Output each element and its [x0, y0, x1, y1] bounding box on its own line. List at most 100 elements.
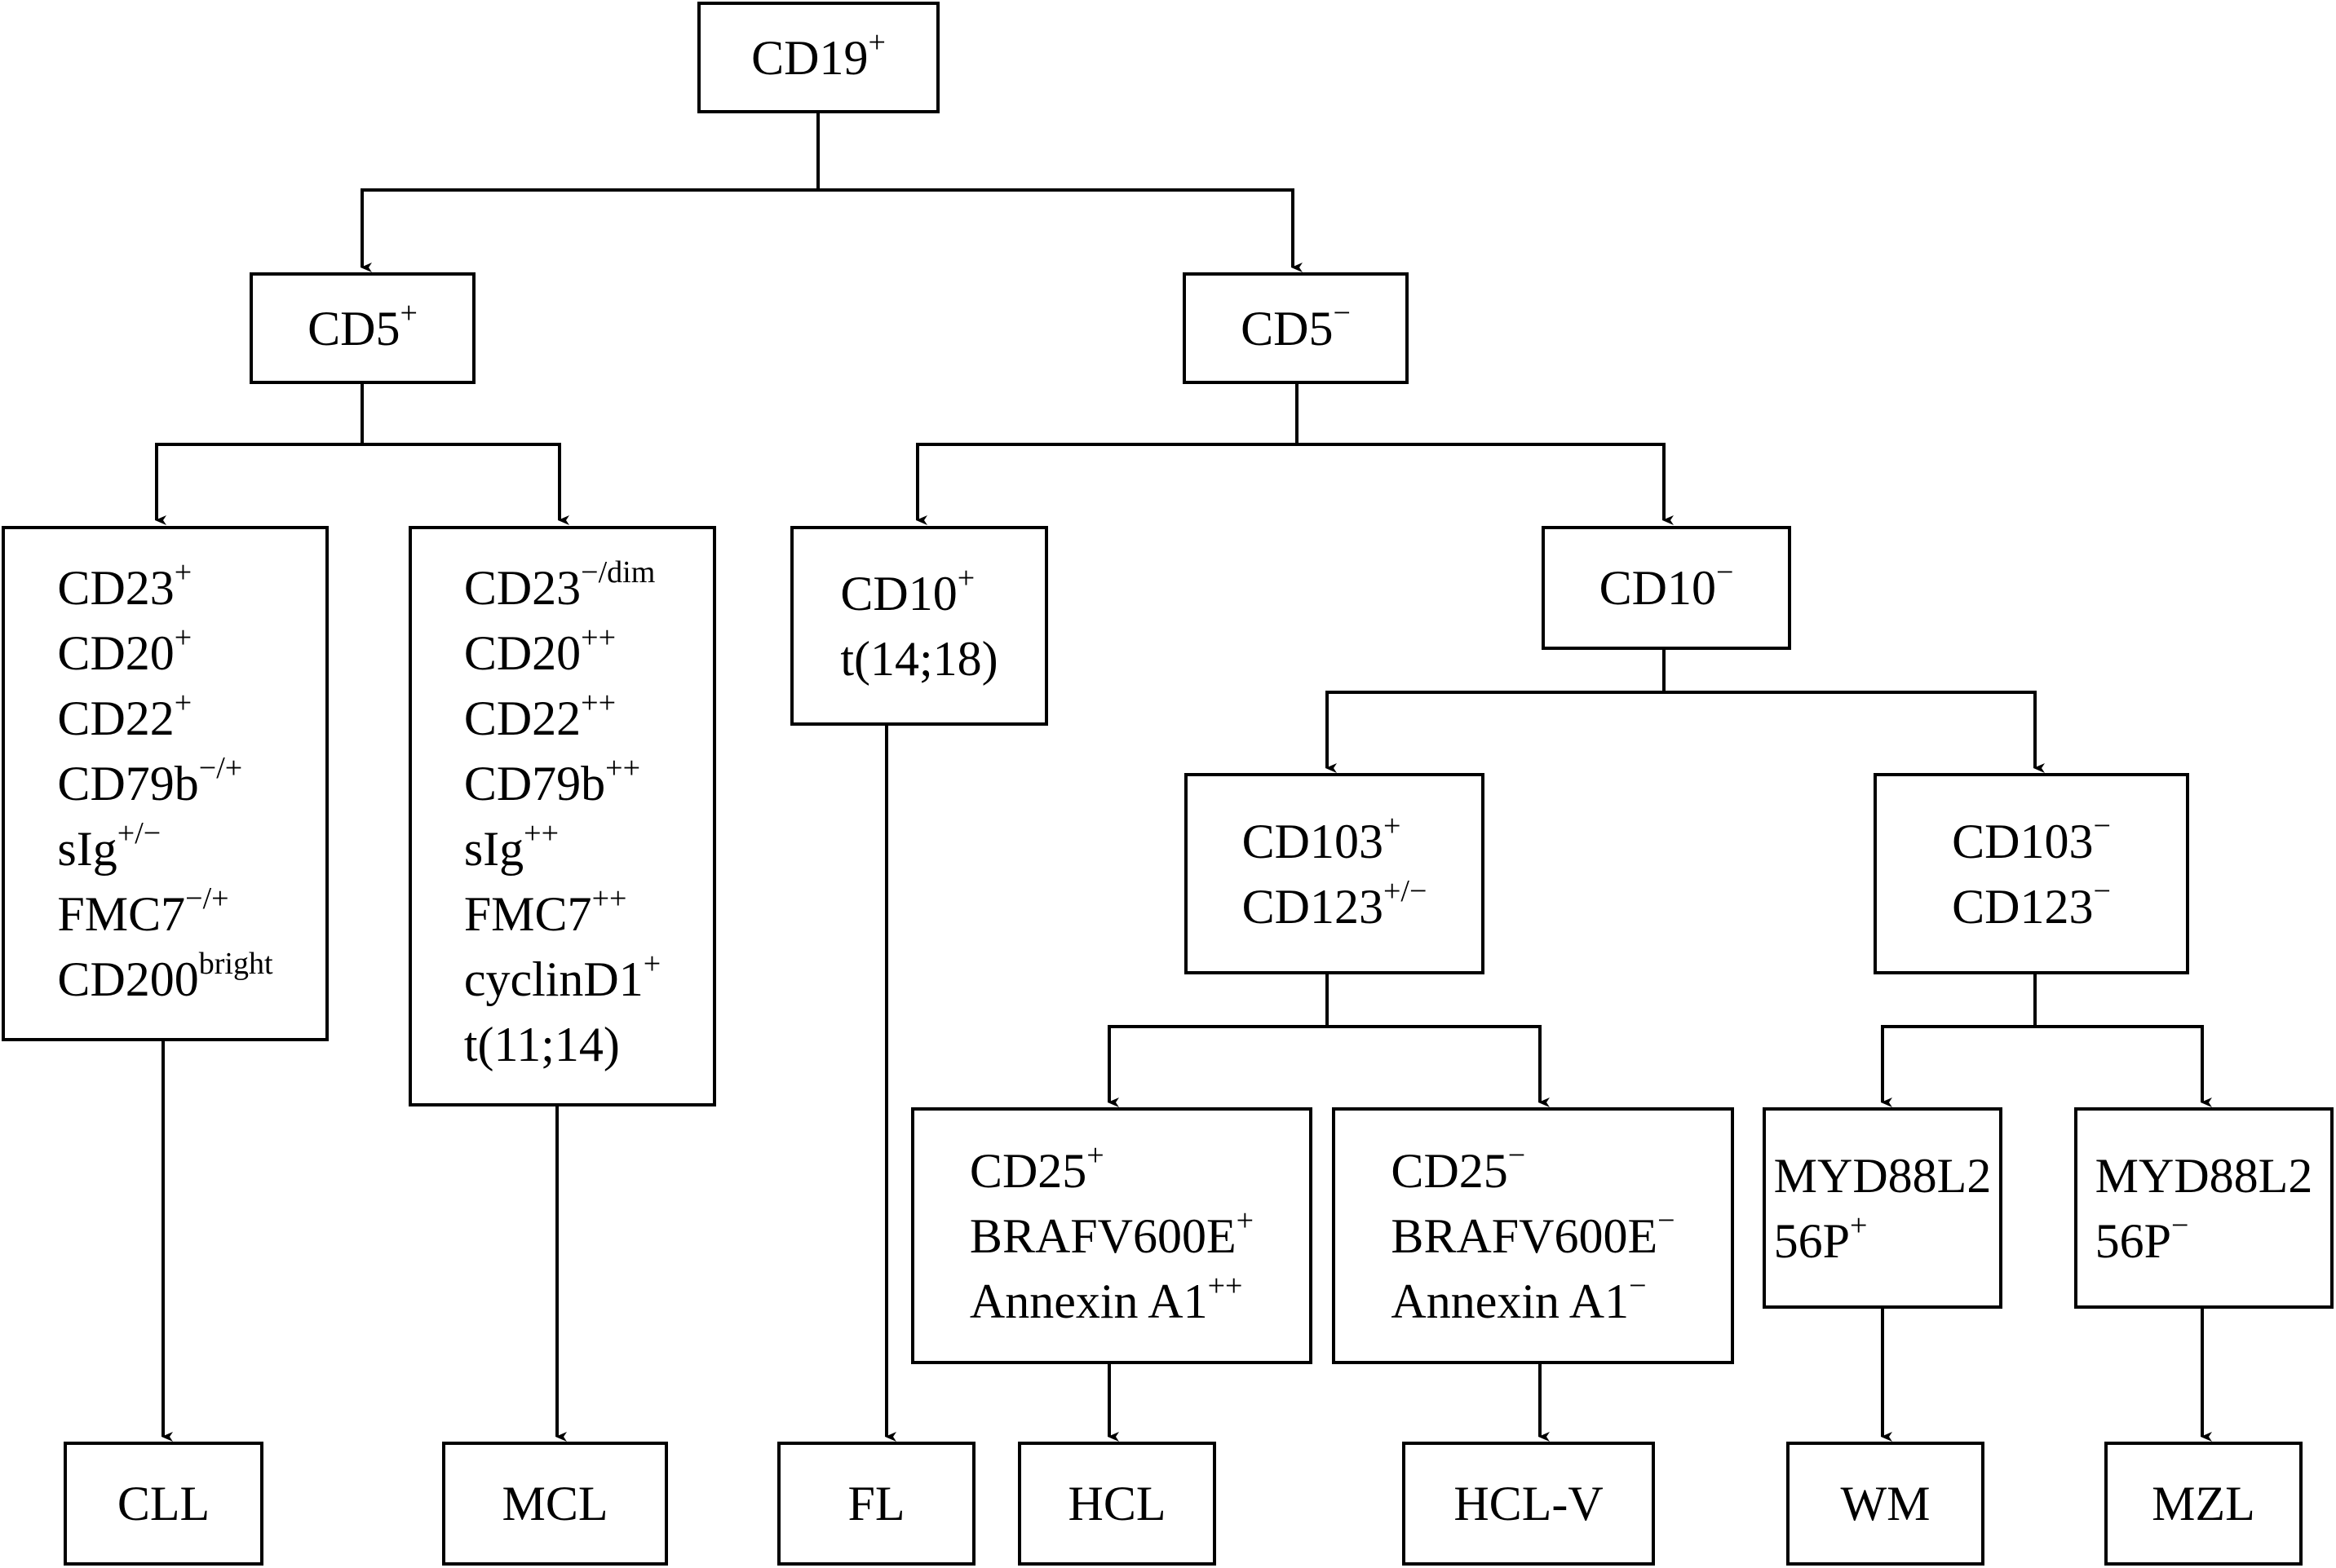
node-hcl-markers: CD25+BRAFV600E+Annexin A1++: [911, 1107, 1312, 1364]
marker-expression: +: [1086, 1137, 1104, 1173]
marker-expression: −: [1333, 295, 1351, 330]
marker-expression: +: [174, 555, 192, 590]
node-wm: WM: [1786, 1442, 1984, 1566]
marker-expression: +: [174, 621, 192, 655]
node-line: FMC7++: [464, 881, 627, 947]
marker-label: CD5: [1241, 301, 1334, 356]
node-cd10-positive: CD10+t(14;18): [790, 526, 1048, 726]
marker-expression: ++: [605, 751, 641, 785]
node-line: MCL: [502, 1471, 608, 1536]
node-line: CD123−: [1952, 874, 2111, 939]
node-line: BRAFV600E+: [970, 1204, 1254, 1269]
node-cd10-negative: CD10−: [1542, 526, 1791, 650]
node-hcl-v: HCL-V: [1402, 1442, 1655, 1566]
node-line: CLL: [117, 1471, 210, 1536]
node-line: CD79b++: [464, 751, 640, 816]
marker-expression: +: [643, 947, 661, 981]
node-line: CD103+: [1242, 809, 1401, 874]
node-line: CD5−: [1241, 296, 1351, 361]
marker-label: MCL: [502, 1477, 608, 1530]
marker-expression: +/−: [1383, 873, 1427, 908]
marker-expression: +: [1850, 1208, 1868, 1243]
node-line: CD123+/−: [1242, 874, 1427, 939]
marker-label: CD22: [463, 691, 582, 745]
node-mzl: MZL: [2104, 1442, 2303, 1566]
marker-label: CD20: [463, 626, 582, 680]
marker-label: CD19: [751, 30, 869, 85]
marker-label: CD123: [1952, 879, 2094, 934]
node-line: CD79b−/+: [57, 751, 242, 816]
node-cd5-negative: CD5−: [1183, 272, 1409, 384]
marker-label: t(14;18): [840, 631, 998, 686]
node-line: t(14;18): [840, 626, 998, 691]
marker-label: WM: [1840, 1477, 1931, 1530]
node-line: CD22++: [464, 686, 616, 751]
node-line: WM: [1841, 1471, 1931, 1536]
marker-expression: ++: [524, 816, 560, 850]
node-line: CD23+: [57, 555, 192, 621]
node-line: CD25+: [970, 1138, 1104, 1204]
marker-label: Annexin A1: [1391, 1274, 1630, 1328]
marker-label: HCL: [1068, 1477, 1166, 1530]
marker-expression: ++: [591, 881, 627, 916]
node-line: Annexin A1++: [970, 1269, 1243, 1334]
marker-label: sIg: [57, 822, 117, 876]
node-line: CD20++: [464, 621, 616, 686]
node-line: CD10+: [840, 561, 975, 626]
marker-expression: ++: [581, 621, 617, 655]
marker-label: MYD88L2: [2095, 1148, 2313, 1203]
marker-label: CD25: [969, 1143, 1087, 1198]
marker-label: CD22: [57, 691, 175, 745]
marker-label: HCL-V: [1453, 1477, 1604, 1530]
marker-label: MZL: [2152, 1477, 2255, 1530]
node-fl: FL: [777, 1442, 976, 1566]
marker-expression: −: [2171, 1208, 2189, 1243]
marker-label: CD10: [840, 566, 958, 621]
marker-label: BRAFV600E: [969, 1208, 1237, 1263]
node-line: CD5+: [307, 296, 418, 361]
marker-expression: +: [1236, 1203, 1254, 1238]
marker-label: CLL: [117, 1477, 210, 1530]
node-cll-markers: CD23+CD20+CD22+CD79b−/+sIg+/−FMC7−/+CD20…: [2, 526, 329, 1041]
node-line: 56P−: [2095, 1208, 2189, 1274]
marker-expression: −: [1507, 1137, 1526, 1173]
marker-expression: −: [1629, 1268, 1647, 1303]
node-line: CD22+: [57, 686, 192, 751]
marker-expression: ++: [1207, 1268, 1243, 1303]
node-line: CD10−: [1599, 555, 1734, 621]
node-cd103-negative: CD103−CD123−: [1874, 773, 2189, 974]
node-line: cyclinD1+: [464, 947, 661, 1012]
marker-label: FMC7: [463, 887, 592, 941]
marker-label: t(11;14): [463, 1018, 620, 1071]
marker-expression: +: [400, 295, 418, 330]
node-line: MYD88L2: [2095, 1143, 2313, 1208]
node-line: BRAFV600E−: [1391, 1204, 1675, 1269]
marker-label: CD23: [463, 561, 582, 615]
marker-expression: ++: [581, 686, 617, 720]
marker-label: FMC7: [57, 887, 186, 941]
node-line: FL: [847, 1471, 905, 1536]
node-line: HCL-V: [1453, 1471, 1603, 1536]
marker-expression: −/+: [198, 751, 243, 785]
node-line: sIg++: [464, 816, 559, 881]
node-line: CD19+: [751, 25, 886, 91]
node-line: CD23−/dim: [464, 555, 655, 621]
node-line: MYD88L2: [1774, 1143, 1992, 1208]
marker-label: CD123: [1241, 879, 1383, 934]
marker-label: sIg: [463, 822, 524, 876]
node-line: t(11;14): [464, 1012, 620, 1077]
marker-expression: −: [2093, 808, 2111, 843]
marker-label: CD79b: [463, 757, 606, 811]
marker-label: Annexin A1: [969, 1274, 1208, 1328]
node-line: CD25−: [1391, 1138, 1525, 1204]
node-hcl: HCL: [1018, 1442, 1216, 1566]
node-line: CD103−: [1952, 809, 2111, 874]
node-line: CD20+: [57, 621, 192, 686]
marker-label: MYD88L2: [1773, 1148, 1992, 1203]
marker-expression: bright: [198, 947, 273, 981]
node-line: 56P+: [1774, 1208, 1868, 1274]
node-cd19: CD19+: [697, 2, 940, 113]
